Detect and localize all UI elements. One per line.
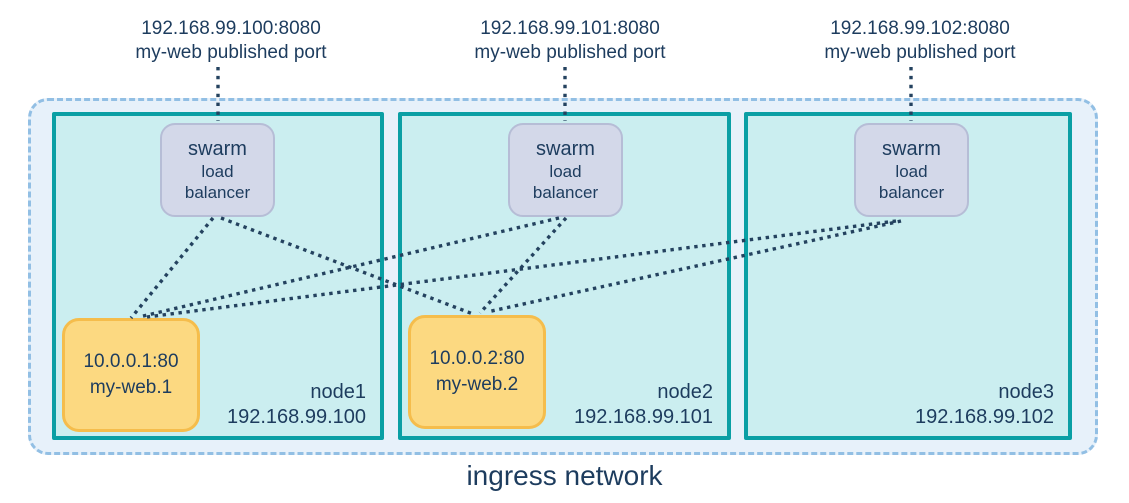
load-balancer-label: load bbox=[549, 162, 582, 181]
load-balancer-label: load bbox=[895, 162, 928, 181]
published-port-label-3: 192.168.99.102:8080 my-web published por… bbox=[824, 17, 1015, 65]
node-ip: 192.168.99.100 bbox=[226, 406, 366, 428]
task-box-my-web-2: 10.0.0.2:80 my-web.2 bbox=[408, 315, 546, 429]
ingress-network-caption: ingress network bbox=[466, 460, 663, 491]
node-name: node2 bbox=[657, 381, 713, 403]
task-box-my-web-1: 10.0.0.1:80 my-web.1 bbox=[62, 318, 200, 432]
load-balancer-label: balancer bbox=[532, 183, 599, 202]
published-port-caption: my-web published port bbox=[474, 42, 666, 63]
node-box-node3: swarm load balancer node3 192.168.99.102 bbox=[744, 112, 1072, 440]
published-port-address: 192.168.99.102:8080 bbox=[830, 18, 1010, 39]
published-port-address: 192.168.99.100:8080 bbox=[141, 18, 321, 39]
swarm-load-balancer-node3: swarm load balancer bbox=[854, 123, 969, 217]
node-box-node2: swarm load balancer 10.0.0.2:80 my-web.2… bbox=[398, 112, 731, 440]
node-ip: 192.168.99.101 bbox=[573, 406, 713, 428]
load-balancer-label: balancer bbox=[184, 183, 251, 202]
load-balancer-label: balancer bbox=[878, 183, 945, 202]
task-address: 10.0.0.2:80 bbox=[429, 348, 525, 369]
task-address: 10.0.0.1:80 bbox=[83, 351, 179, 372]
task-name: my-web.2 bbox=[435, 374, 519, 395]
node-box-node1: swarm load balancer 10.0.0.1:80 my-web.1… bbox=[52, 112, 384, 440]
node-ip: 192.168.99.102 bbox=[914, 406, 1054, 428]
load-balancer-label: swarm bbox=[188, 138, 247, 160]
node-label-node2: node2 192.168.99.101 bbox=[574, 380, 713, 430]
load-balancer-label: swarm bbox=[882, 138, 941, 160]
published-port-address: 192.168.99.101:8080 bbox=[480, 18, 660, 39]
published-port-label-2: 192.168.99.101:8080 my-web published por… bbox=[474, 17, 665, 65]
task-name: my-web.1 bbox=[89, 377, 173, 398]
node-label-node1: node1 192.168.99.100 bbox=[227, 380, 366, 430]
published-port-caption: my-web published port bbox=[824, 42, 1016, 63]
swarm-load-balancer-node2: swarm load balancer bbox=[508, 123, 623, 217]
node-label-node3: node3 192.168.99.102 bbox=[915, 380, 1054, 430]
load-balancer-label: swarm bbox=[536, 138, 595, 160]
swarm-load-balancer-node1: swarm load balancer bbox=[160, 123, 275, 217]
published-port-label-1: 192.168.99.100:8080 my-web published por… bbox=[135, 17, 326, 65]
load-balancer-label: load bbox=[201, 162, 234, 181]
node-name: node3 bbox=[998, 381, 1054, 403]
node-name: node1 bbox=[310, 381, 366, 403]
published-port-caption: my-web published port bbox=[135, 42, 327, 63]
